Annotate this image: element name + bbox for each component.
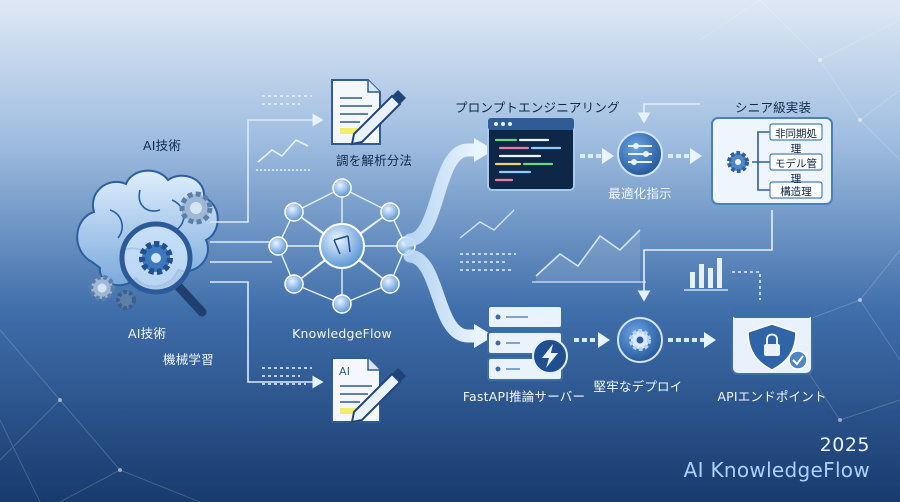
brand-year: 2025 xyxy=(819,434,870,456)
code-window-icon xyxy=(487,117,575,191)
pencil-icon xyxy=(350,90,406,146)
label-api-endpoint: APIエンドポイント xyxy=(717,389,827,404)
pencil-icon xyxy=(350,368,406,424)
dotted-connector xyxy=(732,271,761,300)
label-senior-impl: シニア級実装 xyxy=(735,100,812,115)
brand-name: AI KnowledgeFlow xyxy=(683,458,870,482)
label-machine-learning: 機械学習 xyxy=(163,352,214,367)
senior-panel xyxy=(711,117,833,205)
flow-arrow-lower xyxy=(403,249,494,348)
lightning-icon xyxy=(532,338,568,374)
gear-icon xyxy=(179,191,213,225)
feedback-arrow-top xyxy=(637,103,700,124)
line-chart-icon xyxy=(256,139,312,171)
text-lines-decor xyxy=(460,253,516,271)
gear-icon xyxy=(88,274,116,302)
gear-circle-icon xyxy=(617,317,663,363)
magnifier-icon xyxy=(119,221,207,317)
sliders-icon xyxy=(617,131,663,177)
dashed-arrow xyxy=(580,148,614,164)
flow-arrow-upper xyxy=(403,138,494,247)
label-fastapi-server: FastAPI推論サーバー xyxy=(462,389,586,404)
background-dots xyxy=(58,58,862,472)
line-chart-icon xyxy=(459,209,646,283)
dashed-arrow xyxy=(668,148,702,164)
feedback-arrow-right xyxy=(637,210,773,302)
label-robust-deploy: 堅牢なデプロイ xyxy=(593,379,683,394)
doc-tag-ai: AI xyxy=(339,365,351,378)
label-ai-tech-bottom: AI技術 xyxy=(128,326,167,341)
gear-icon xyxy=(116,290,136,310)
network-icon xyxy=(268,178,416,314)
dashed-arrow xyxy=(668,332,716,348)
label-knowledgeflow: KnowledgeFlow xyxy=(292,326,392,341)
text-lines-decor xyxy=(262,95,312,385)
bar-chart-icon xyxy=(684,258,728,291)
label-ai-tech-top: AI技術 xyxy=(143,138,182,153)
label-analysis: 調を解析分法 xyxy=(336,153,413,168)
left-connectors xyxy=(210,113,324,389)
shield-lock-icon xyxy=(731,307,813,375)
label-prompt-engineering: プロンプトエンジニアリング xyxy=(455,100,620,115)
label-optimization: 最適化指示 xyxy=(608,186,672,201)
dashed-arrow xyxy=(574,332,610,348)
